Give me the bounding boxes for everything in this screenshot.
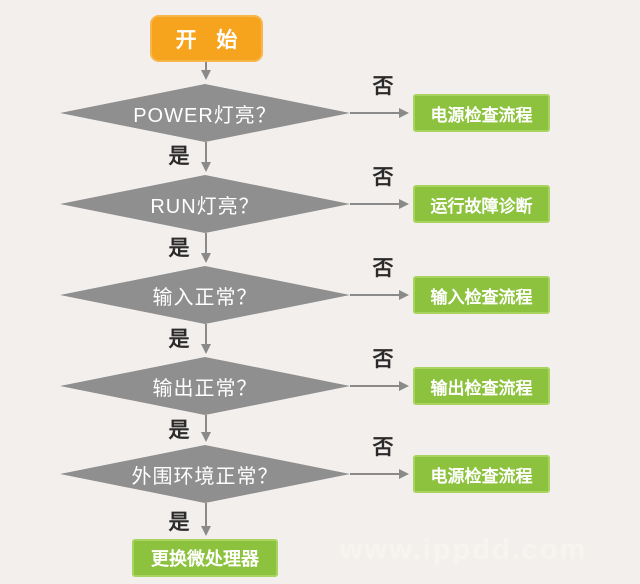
yes-label-3: 是 (168, 328, 190, 351)
no-label-2: 否 (372, 166, 394, 189)
process-input-check: 输入检查流程 (413, 276, 550, 314)
yes-label-1: 是 (168, 145, 190, 168)
process-run-fault-diagnosis: 运行故障诊断 (413, 185, 550, 223)
yes-label-5: 是 (168, 511, 190, 534)
end-node-replace-microprocessor: 更换微处理器 (132, 539, 278, 577)
watermark-text: www.ippdd.com (340, 534, 588, 566)
process-power-check-1: 电源检查流程 (413, 94, 550, 132)
no-label-4: 否 (372, 348, 394, 371)
no-label-3: 否 (372, 257, 394, 280)
yes-label-2: 是 (168, 237, 190, 260)
no-label-5: 否 (372, 436, 394, 459)
yes-label-4: 是 (168, 419, 190, 442)
no-label-1: 否 (372, 75, 394, 98)
process-power-check-2: 电源检查流程 (413, 455, 550, 493)
process-output-check: 输出检查流程 (413, 367, 550, 405)
start-node: 开 始 (150, 15, 263, 62)
